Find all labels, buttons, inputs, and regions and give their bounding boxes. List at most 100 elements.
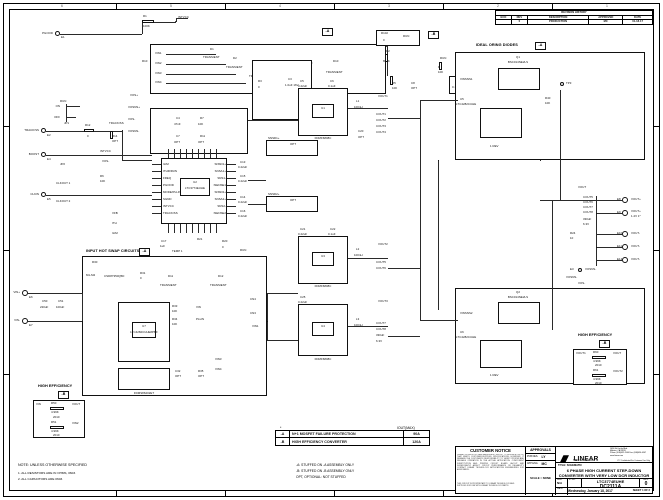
u2-pin-isense2: ISENSE2 bbox=[213, 211, 226, 215]
net-run: RUN bbox=[440, 56, 447, 60]
connector-vout-minus-1[interactable] bbox=[622, 231, 628, 237]
connector-boost-ref: E4 bbox=[47, 157, 51, 161]
testpoint-tp3-pad[interactable] bbox=[560, 82, 564, 86]
customer-notice-footer: THIS CIRCUIT IS PROPRIETARY TO LINEAR TE… bbox=[457, 483, 515, 488]
ic-u5 bbox=[480, 108, 522, 138]
net-misc-2: ITH bbox=[112, 221, 117, 225]
wire bbox=[66, 117, 76, 118]
cap-c13-ref: C13 bbox=[240, 160, 246, 164]
iout-row-0-current: 90A bbox=[403, 429, 430, 439]
connector-pgood[interactable] bbox=[55, 31, 60, 36]
block-tag-hotswap: -A bbox=[139, 248, 150, 256]
iout-row-1-description: HIGH EFFICIENCY CONVERTER bbox=[289, 437, 404, 446]
approvals-row-0-label: PCB DES. bbox=[527, 455, 539, 458]
net-vosns-plus: VOSNS+ bbox=[128, 105, 140, 109]
ic-u5-part: LTC4282CUHE bbox=[456, 102, 477, 106]
wire bbox=[420, 100, 421, 320]
wire bbox=[186, 224, 187, 233]
net-cout4: COUT4 bbox=[376, 130, 386, 134]
connector-vout-minus-3[interactable] bbox=[622, 257, 628, 263]
he-right-r60-pkg: 2010 bbox=[595, 363, 602, 367]
title-main: LINEAR TECHNOLOGY 1630 McCarthy Blvd. Mi… bbox=[556, 447, 652, 495]
wire bbox=[152, 164, 161, 165]
wire bbox=[166, 82, 246, 84]
he-left-r51-value: 4.99K bbox=[51, 429, 59, 433]
connector-vout-plus-2-ref: E9 bbox=[617, 210, 621, 214]
resistor-r30-ref: R30 bbox=[92, 260, 98, 264]
connector-clkin[interactable] bbox=[41, 192, 46, 197]
part-number-row: SIZE N/A IC NO. LTC3774EUHE DC2111A REV.… bbox=[556, 479, 652, 490]
wire bbox=[152, 192, 161, 193]
resistor-r14-value: OPT bbox=[112, 139, 119, 143]
label-jp2: JP2 bbox=[60, 162, 66, 166]
wire bbox=[227, 206, 236, 207]
wire bbox=[152, 206, 161, 207]
net-cout1: COUT1 bbox=[376, 112, 386, 116]
cap-c4-ref: C4 bbox=[176, 116, 180, 120]
net-clkout2: CLKOUT 2 bbox=[56, 199, 71, 203]
iout-row-0-description: N+1 MOSFET FAILURE PROTECTION bbox=[289, 429, 404, 439]
zone-tick bbox=[654, 126, 660, 127]
wire bbox=[46, 194, 106, 196]
net-cout8-m: COUT8 bbox=[376, 327, 386, 331]
connector-vout-minus-2[interactable] bbox=[622, 244, 628, 250]
cap-c21-value: 0.22uF bbox=[298, 232, 308, 236]
rev-mark-oring: 1 REV bbox=[490, 144, 499, 148]
cap-c7-value: OPT bbox=[174, 140, 181, 144]
connector-vout-plus-1-ref: E8 bbox=[617, 197, 621, 201]
rev-cell-rev: 0 bbox=[510, 19, 528, 25]
label-run-jp: RUN bbox=[60, 99, 67, 103]
inductor-l3-ref: L3 bbox=[356, 317, 360, 321]
driver-ic-u4-ref: U4 bbox=[321, 324, 325, 328]
mosfet-q1-sym bbox=[498, 68, 540, 90]
cap-c6-ref: C6 bbox=[330, 79, 334, 83]
mosfet-hs-part: CSD87350Q5D bbox=[104, 274, 125, 278]
inductor-l1-ref: L1 bbox=[356, 99, 360, 103]
connector-vout-plus-2[interactable] bbox=[622, 210, 628, 216]
net-vin1-cn: VIN1 bbox=[252, 324, 259, 328]
connector-vin-plus[interactable] bbox=[22, 290, 28, 296]
connector-vosns-minus-ref: E3 bbox=[570, 267, 574, 271]
sheet-label: SHEET 1 OF 2 bbox=[632, 488, 650, 492]
wire bbox=[420, 100, 458, 101]
connector-clkin-ref: E5 bbox=[47, 197, 51, 201]
u2-pin-ithr-run: ITHR/RUN bbox=[163, 169, 178, 173]
connector-vout-minus-2-label: VOUT- bbox=[631, 244, 640, 248]
cap-bank-value: 330uF bbox=[583, 217, 592, 221]
wire bbox=[96, 154, 152, 156]
iout-footnote-1: -B: STUFFED ON -B ASSEMBLY ONLY bbox=[296, 469, 355, 473]
cap-c8-value: OPT bbox=[411, 86, 418, 90]
label-jp1: JP1 bbox=[64, 121, 70, 125]
connector-track-ss[interactable] bbox=[41, 128, 46, 133]
connector-vin-minus-ref: E7 bbox=[29, 323, 33, 327]
connector-vout-plus-1-label: VOUT+ bbox=[631, 197, 641, 201]
u2-pin-freq: FREQ bbox=[163, 176, 172, 180]
he-left-net-vin: VIN bbox=[36, 402, 41, 406]
he-left-net-vin2: VIN2 bbox=[72, 421, 79, 425]
wire bbox=[152, 199, 161, 200]
cap-c17-value: 1uF bbox=[160, 244, 166, 248]
connector-vout-minus-2-ref: E11 bbox=[617, 244, 623, 248]
resistor-r12-value: 0 bbox=[87, 134, 89, 138]
u2-pin-sgnd: SGND bbox=[163, 197, 172, 201]
net-misc-1: VFB bbox=[112, 211, 118, 215]
net-vos-up: VOS- bbox=[102, 159, 110, 163]
wire bbox=[227, 192, 236, 193]
u2-pin-snsd1p: SNSD1+ bbox=[214, 162, 226, 166]
cap-c13-value: 0.22uF bbox=[238, 165, 248, 169]
resistor-r5 bbox=[390, 76, 394, 85]
date-row: DATE Wednesday, January 18, 2017 SHEET 1… bbox=[556, 488, 652, 495]
net-vout3: VOUT3 bbox=[378, 299, 388, 303]
cap-c25-value: 0.22uF bbox=[298, 300, 308, 304]
diode-d10-ref: D10 bbox=[333, 59, 339, 63]
connector-boost[interactable] bbox=[41, 152, 46, 157]
connector-vout-plus-1[interactable] bbox=[622, 197, 628, 203]
driver-ic-u1-part: FDMF6808C bbox=[314, 136, 332, 140]
net-run-bot: RUN bbox=[240, 248, 247, 252]
he-left-r50 bbox=[50, 407, 64, 411]
zone-label-top: 4 bbox=[279, 4, 281, 8]
zone-tick bbox=[334, 3, 335, 9]
notes-item-2: 2. ALL CAPACITORS ARE 0603. bbox=[18, 477, 63, 481]
connector-vosns-minus[interactable] bbox=[578, 268, 582, 272]
connector-vin-minus[interactable] bbox=[22, 318, 28, 324]
